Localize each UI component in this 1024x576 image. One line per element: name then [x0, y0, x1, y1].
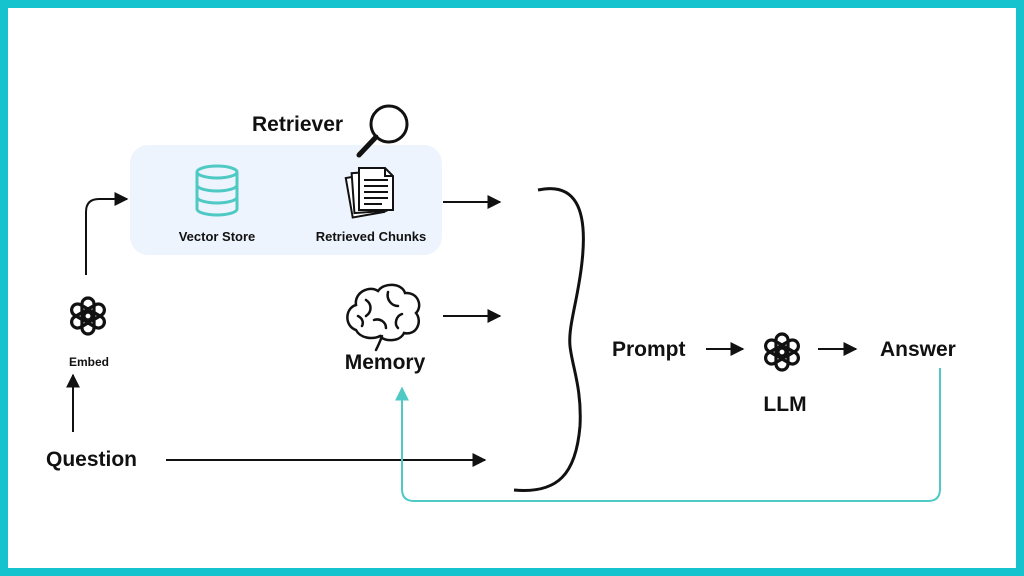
question-label: Question [46, 448, 137, 471]
prompt-label: Prompt [612, 338, 686, 361]
answer-to-memory-arrow [395, 368, 941, 502]
retriever-label: Retriever [252, 113, 343, 136]
memory-label: Memory [345, 351, 426, 374]
retrieved-chunks-label: Retrieved Chunks [316, 229, 427, 244]
database-icon [195, 164, 239, 217]
documents-icon [344, 167, 394, 219]
embed-label: Embed [69, 355, 109, 369]
answer-label: Answer [880, 338, 956, 361]
magnifier-icon [356, 104, 409, 158]
brain-icon [346, 283, 421, 352]
brace-shape [513, 187, 585, 492]
embed-to-store-arrow [85, 192, 129, 275]
vector-store-label: Vector Store [179, 229, 256, 244]
openai-logo-icon [761, 332, 803, 372]
llm-label: LLM [763, 393, 806, 416]
openai-logo-icon [67, 296, 109, 336]
